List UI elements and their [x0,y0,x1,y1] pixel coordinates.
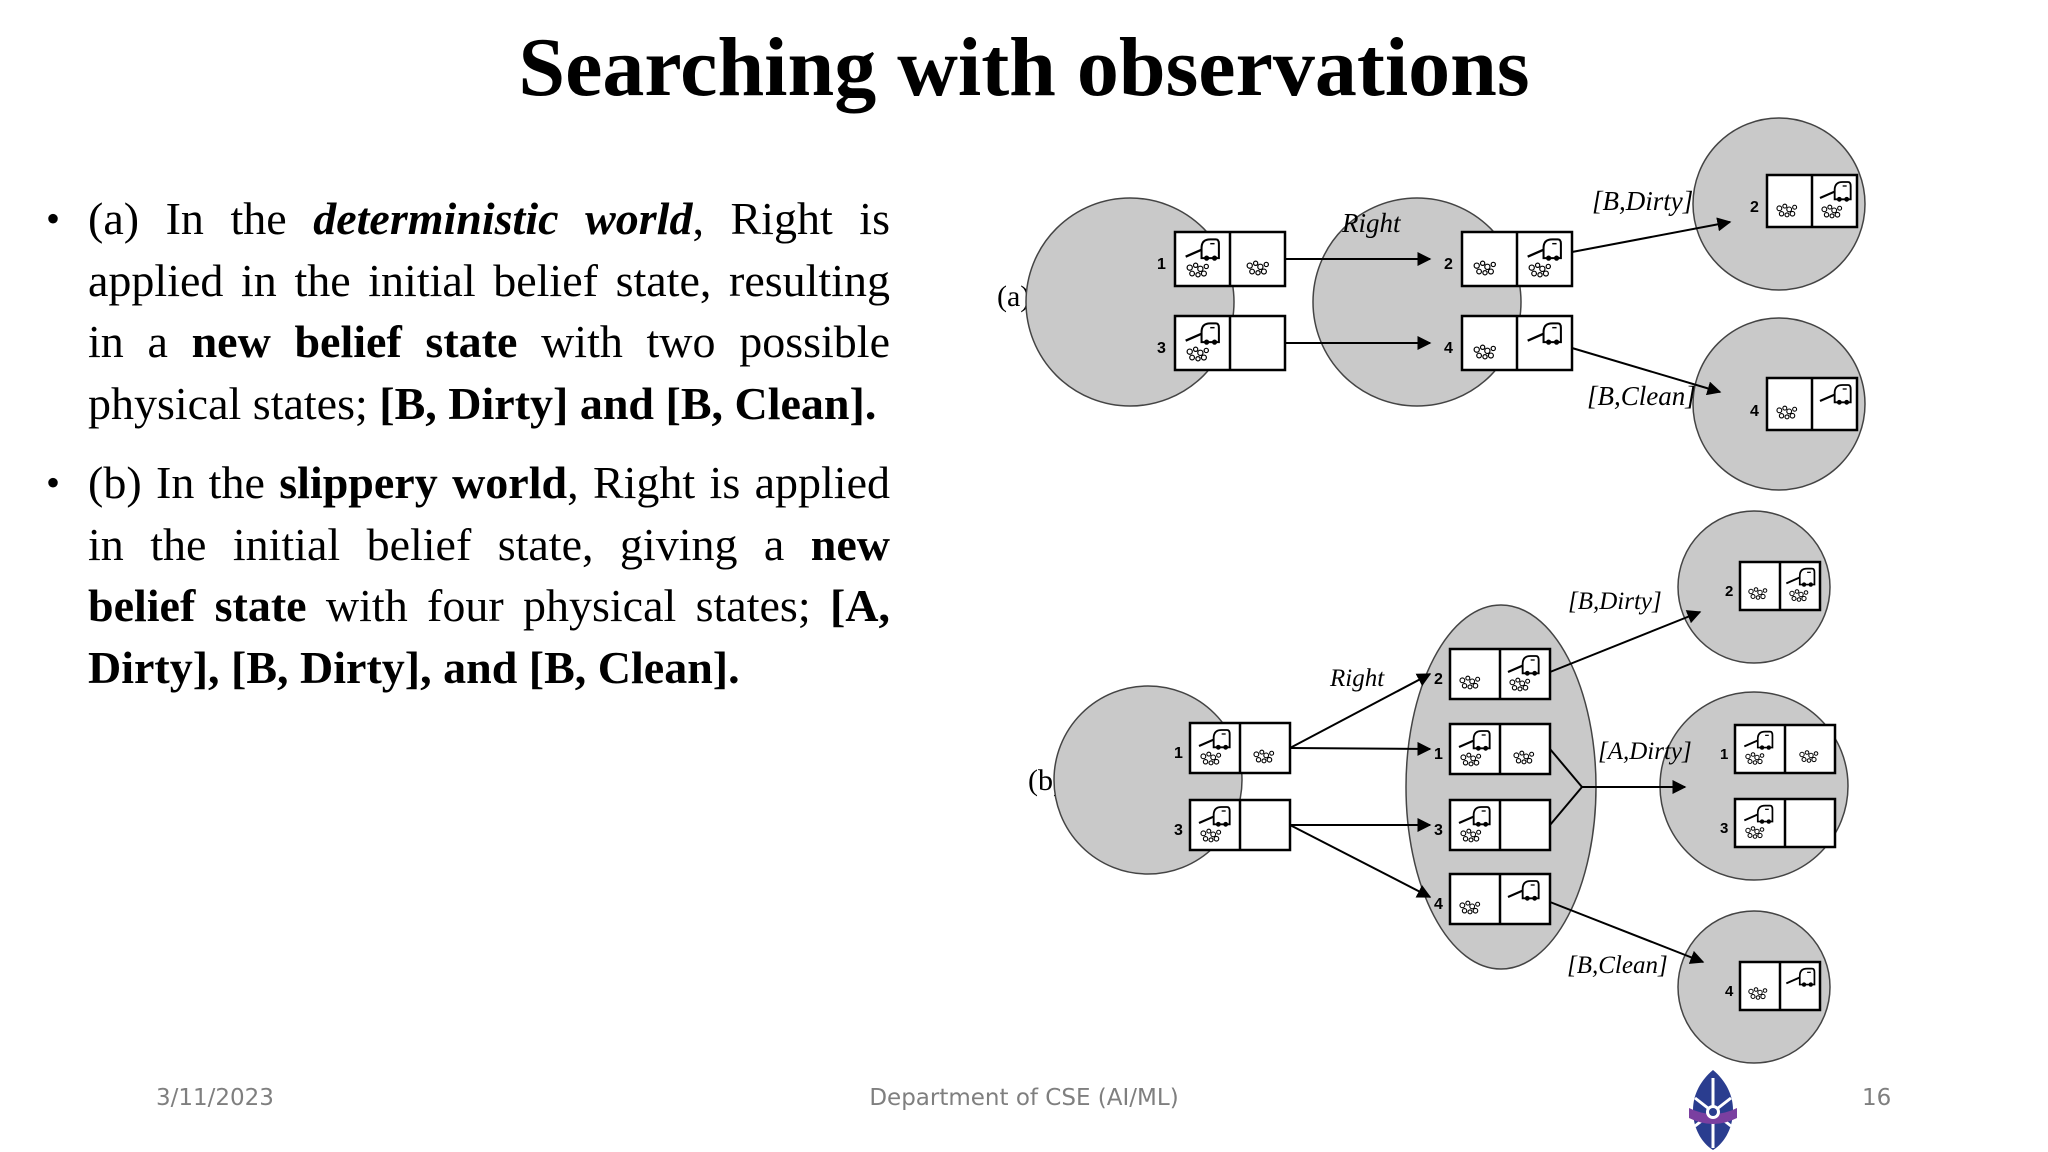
belief-node-a-initial [1025,197,1235,407]
state-number: 2 [1750,199,1759,216]
bullet-item-a: • (a) In the deterministic world, Right … [46,188,890,434]
state-box-1: 1 [1174,721,1292,775]
state-box-2: 2 [1434,647,1552,701]
state-box-2: 2 [1725,560,1822,612]
state-box-4: 4 [1434,872,1552,926]
bullet-b-bold-2: new belief state [88,518,890,632]
state-box-2: 2 [1750,173,1859,229]
state-number: 4 [1725,983,1734,1000]
transition-arrow [1289,824,1432,898]
bullet-a-text-3: with two possible physical states; [88,316,890,429]
state-number: 4 [1444,340,1453,357]
panel-a-label: (a) [997,280,1030,313]
transition-arrow [1289,673,1432,749]
state-box-3: 3 [1720,797,1837,849]
observation-label-b-bottom: [B,Clean] [1567,952,1668,979]
transition-arrow [1289,741,1432,756]
bullet-b-text-2: , Right is applied in the initial belief… [88,457,890,570]
footer-department: Department of CSE (AI/ML) [869,1085,1179,1111]
state-number: 2 [1444,256,1453,273]
observation-merge-line [1549,786,1583,826]
bullet-marker: • [46,196,61,241]
state-box-3: 3 [1157,314,1287,372]
bullet-marker: • [46,460,61,505]
bullet-a-text-1: (a) In the [88,193,314,244]
state-number: 4 [1750,403,1759,420]
state-box-3: 3 [1434,798,1552,852]
state-box-1: 1 [1720,723,1837,775]
bullet-a-bold-2: [B, Dirty] and [B, Clean]. [379,377,877,429]
action-label-b: Right [1329,665,1385,692]
bullet-b-text-1: (b) In the [88,457,280,508]
footer-page-number: 16 [1862,1085,1892,1111]
bullet-a-bold-1: new belief state [191,316,518,367]
observation-label-b-top: [B,Dirty] [1568,588,1662,615]
state-number: 3 [1720,820,1728,837]
state-box-2: 2 [1444,230,1574,288]
state-box-3: 3 [1174,798,1292,852]
state-number: 3 [1157,340,1166,357]
state-number: 1 [1720,746,1728,763]
state-box-4: 4 [1444,314,1574,372]
action-label-a: Right [1341,208,1402,238]
state-box-1: 1 [1434,722,1552,776]
footer-date: 3/11/2023 [156,1085,274,1111]
state-box-1: 1 [1157,230,1287,288]
state-box-4: 4 [1750,376,1859,432]
bullet-b-text-3: with four physical states; [306,580,830,631]
bullet-list: • (a) In the deterministic world, Right … [46,188,890,716]
state-box-4: 4 [1725,960,1822,1012]
bullet-b-bold-3: [A, Dirty], [B, Dirty], and [B, Clean]. [88,580,890,693]
page-title: Searching with observations [518,21,1530,114]
observation-label-a-bottom: [B,Clean] [1587,381,1696,411]
institution-logo-icon [1689,1070,1737,1150]
state-number: 4 [1434,896,1443,913]
observation-merge-line [1549,748,1583,788]
state-number: 1 [1174,745,1183,762]
belief-node-b-dirty-a [1659,691,1849,881]
state-number: 2 [1434,671,1443,688]
state-number: 3 [1174,822,1183,839]
bullet-item-b: • (b) In the slippery world, Right is ap… [46,452,890,698]
state-number: 1 [1157,256,1166,273]
state-number: 1 [1434,746,1443,763]
observation-arrow [1549,901,1705,964]
observation-arrow [1549,610,1702,673]
belief-state-diagram: (a) 1 3 2 4 [997,117,1866,1064]
bullet-a-text-2: , Right is applied in the initial belief… [88,193,890,367]
observation-label-b-mid: [A,Dirty] [1598,738,1692,765]
observation-arrow [1571,347,1722,396]
state-number: 3 [1434,822,1443,839]
observation-label-a-top: [B,Dirty] [1592,186,1693,216]
bullet-b-bold-1: slippery world [279,457,568,508]
state-number: 2 [1725,583,1733,600]
observation-arrow [1571,217,1732,253]
bullet-a-emphasis: deterministic world [313,193,693,244]
